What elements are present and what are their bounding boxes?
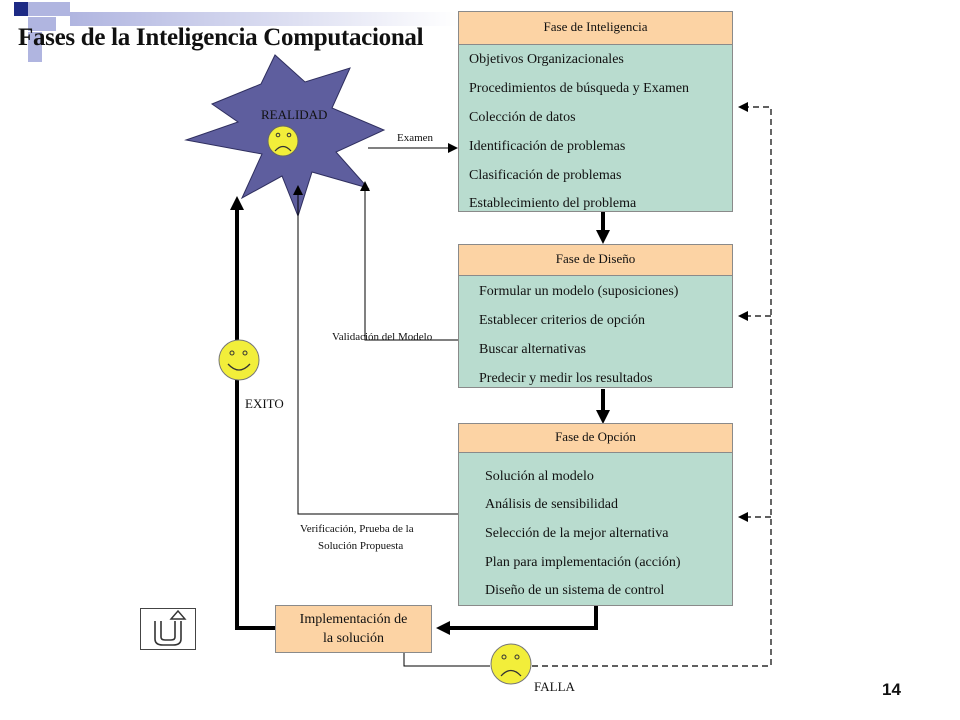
list-item: Buscar alternativas xyxy=(479,342,586,357)
undo-button[interactable] xyxy=(140,608,196,650)
implementation-label-line2: la solución xyxy=(322,631,385,646)
reality-label: REALIDAD xyxy=(261,107,328,122)
implementation-box: Implementación de la solución xyxy=(275,605,432,653)
decor-bar-vertical xyxy=(28,32,42,62)
page-number: 14 xyxy=(882,680,901,699)
decor-bar xyxy=(70,12,458,26)
choice-phase-box: Fase de Opción Solución al modelo Anális… xyxy=(458,423,733,606)
list-item: Predecir y medir los resultados xyxy=(479,371,653,386)
decor-square-light xyxy=(42,2,56,16)
exam-label: Examen xyxy=(397,132,434,144)
list-item: Plan para implementación (acción) xyxy=(485,555,681,570)
decor-square-light xyxy=(28,2,42,16)
choice-phase-title: Fase de Opción xyxy=(459,424,732,453)
implementation-label-line1: Implementación de xyxy=(299,612,408,627)
u-turn-arrow-icon xyxy=(154,609,187,646)
sad-face-icon xyxy=(267,125,299,157)
list-item: Objetivos Organizacionales xyxy=(469,52,624,67)
list-item: Selección de la mejor alternativa xyxy=(485,526,669,541)
list-item: Procedimientos de búsqueda y Examen xyxy=(469,81,690,96)
list-item: Análisis de sensibilidad xyxy=(485,497,618,512)
list-item: Clasificación de problemas xyxy=(469,168,622,183)
success-label: EXITO xyxy=(245,396,284,411)
sad-face-icon xyxy=(490,643,532,685)
list-item: Identificación de problemas xyxy=(469,139,626,154)
decor-square-light xyxy=(56,2,70,16)
happy-face-icon xyxy=(218,339,260,381)
decor-square-dark xyxy=(14,2,28,16)
list-item: Establecer criterios de opción xyxy=(479,313,645,328)
list-item: Diseño de un sistema de control xyxy=(485,583,665,598)
verification-label-line2: Solución Propuesta xyxy=(318,540,404,552)
intelligence-phase-box: Fase de Inteligencia Objetivos Organizac… xyxy=(458,11,733,212)
model-validation-label: Validación del Modelo xyxy=(332,331,433,343)
list-item: Solución al modelo xyxy=(485,469,594,484)
list-item: Establecimiento del problema xyxy=(469,196,637,211)
design-phase-box: Fase de Diseño Formular un modelo (supos… xyxy=(458,244,733,388)
decor-square-light xyxy=(28,17,42,31)
failure-label: FALLA xyxy=(534,679,575,694)
decor-square-light xyxy=(42,17,56,31)
slide-title: Fases de la Inteligencia Computacional xyxy=(18,24,424,51)
list-item: Formular un modelo (suposiciones) xyxy=(479,284,679,299)
intelligence-phase-title: Fase de Inteligencia xyxy=(459,12,732,45)
design-phase-title: Fase de Diseño xyxy=(459,245,732,276)
list-item: Colección de datos xyxy=(469,110,576,125)
verification-label-line1: Verificación, Prueba de la xyxy=(300,523,414,535)
